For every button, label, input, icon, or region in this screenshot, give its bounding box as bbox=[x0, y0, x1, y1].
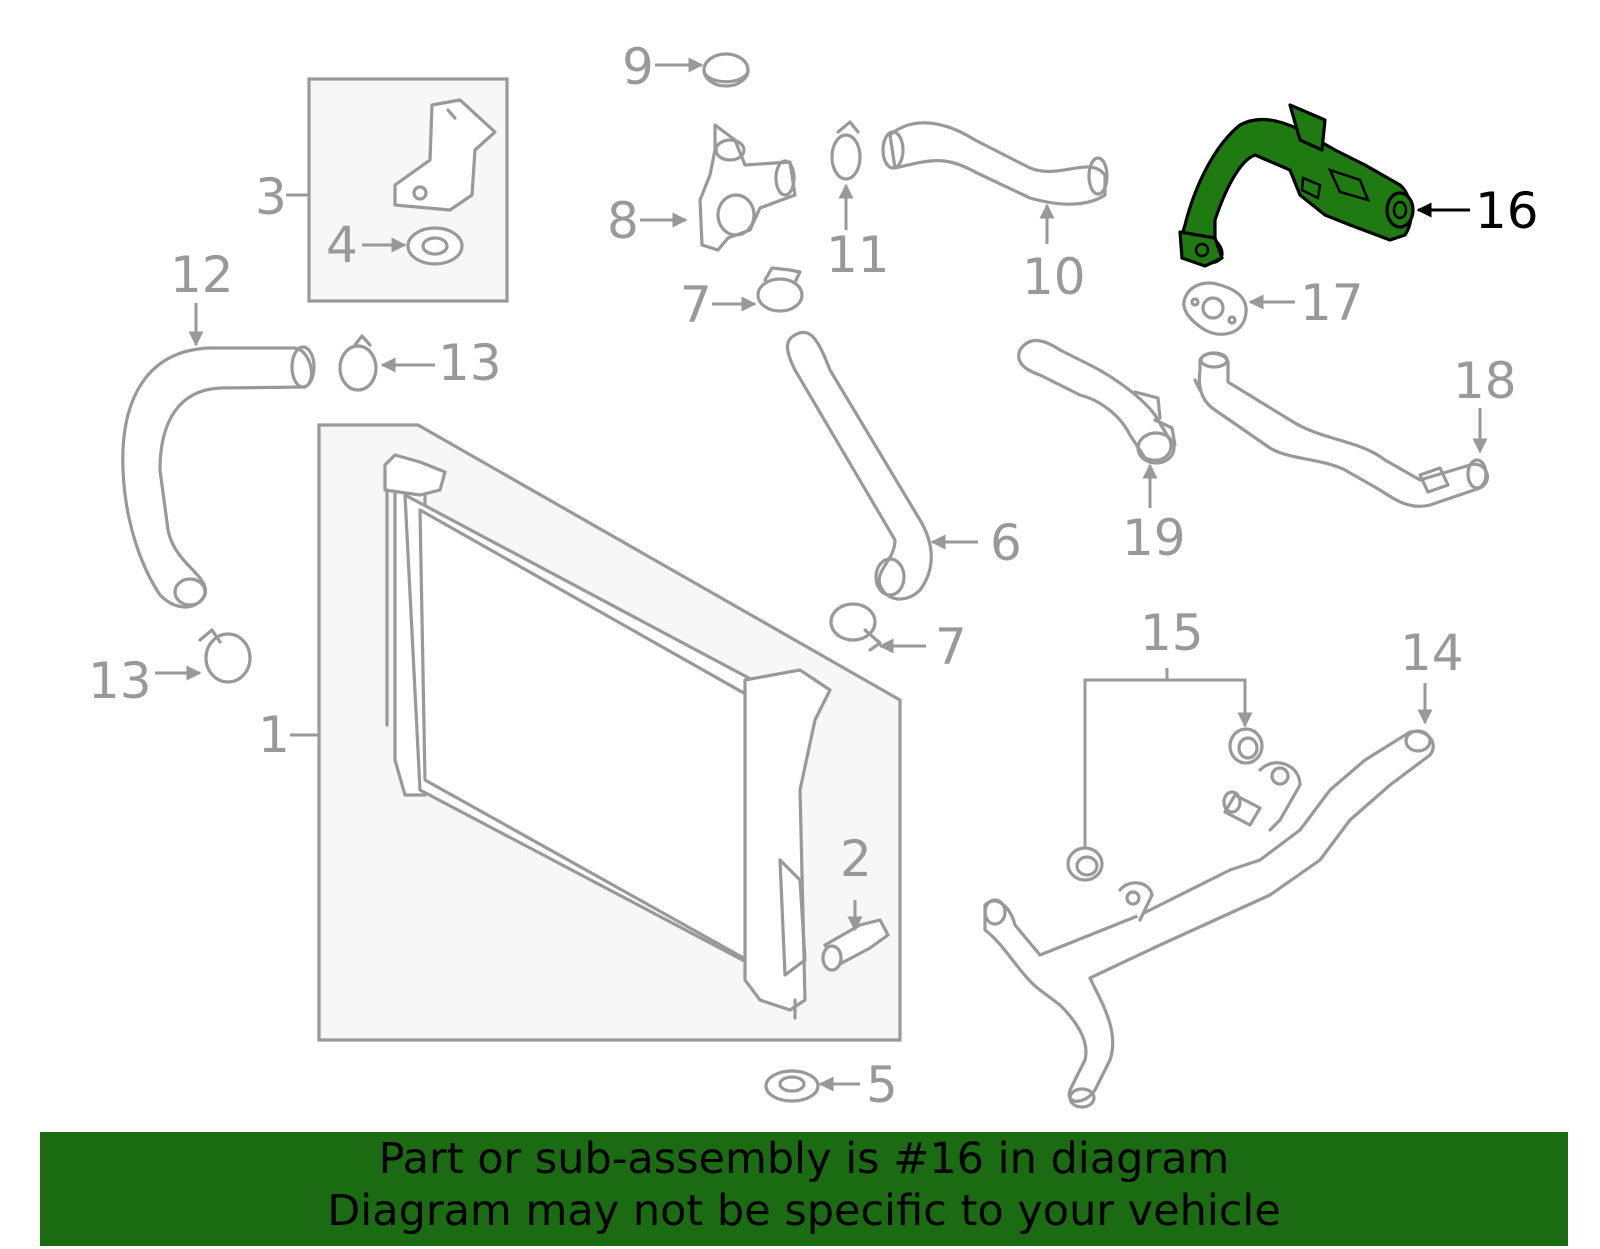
callout-16: 16 bbox=[1475, 182, 1539, 240]
callout-6: 6 bbox=[990, 514, 1022, 572]
o-ring-part-lower bbox=[1066, 846, 1104, 882]
callout-1: 1 bbox=[258, 706, 290, 764]
water-outlet-part bbox=[698, 123, 797, 252]
gasket-part bbox=[1182, 281, 1248, 336]
leader-lines bbox=[155, 57, 1488, 1092]
callout-18: 18 bbox=[1453, 352, 1517, 410]
clamp-part-13-upper bbox=[338, 334, 378, 392]
callout-13a: 13 bbox=[438, 334, 502, 392]
lower-hose-part bbox=[785, 330, 933, 601]
callout-7b: 7 bbox=[935, 618, 967, 676]
callout-12: 12 bbox=[170, 246, 234, 304]
callout-5: 5 bbox=[866, 1056, 898, 1114]
callout-10: 10 bbox=[1022, 248, 1086, 306]
callout-8: 8 bbox=[607, 192, 639, 250]
cap-part bbox=[702, 52, 750, 88]
banner-line-1: Part or sub-assembly is #16 in diagram bbox=[378, 1134, 1230, 1184]
callout-17: 17 bbox=[1300, 274, 1364, 332]
banner-line-2: Diagram may not be specific to your vehi… bbox=[327, 1186, 1281, 1236]
o-ring-part-upper bbox=[1228, 727, 1264, 765]
callout-3: 3 bbox=[255, 168, 287, 226]
radiator-hose-12 bbox=[121, 345, 316, 609]
callout-14: 14 bbox=[1400, 624, 1464, 682]
callout-11: 11 bbox=[826, 226, 890, 284]
callout-15: 15 bbox=[1140, 604, 1204, 662]
callout-7a: 7 bbox=[680, 276, 712, 334]
upper-hose-part bbox=[881, 121, 1109, 206]
highlighted-coolant-pipe-16 bbox=[1178, 103, 1415, 268]
callout-9: 9 bbox=[622, 38, 654, 96]
callout-19: 19 bbox=[1122, 509, 1186, 567]
heater-hose-19 bbox=[1017, 339, 1177, 465]
callout-labels: 1 2 3 4 5 6 7 7 8 9 10 11 12 13 13 14 15… bbox=[88, 38, 1539, 1114]
bracket-box bbox=[307, 77, 509, 303]
callout-4: 4 bbox=[326, 216, 358, 274]
clamp-part-13-lower bbox=[198, 628, 252, 684]
coolant-pipe-14 bbox=[983, 729, 1435, 1109]
grommet-part bbox=[764, 1069, 820, 1103]
clamp-part-upper bbox=[756, 266, 804, 313]
info-banner: Part or sub-assembly is #16 in diagram D… bbox=[40, 1132, 1568, 1246]
clamp-part-11 bbox=[830, 120, 862, 181]
bypass-hose-18 bbox=[1193, 351, 1489, 508]
callout-13b: 13 bbox=[88, 652, 152, 710]
clamp-part-lower bbox=[829, 602, 882, 652]
radiator-part bbox=[317, 423, 902, 1042]
callout-2: 2 bbox=[840, 830, 872, 888]
